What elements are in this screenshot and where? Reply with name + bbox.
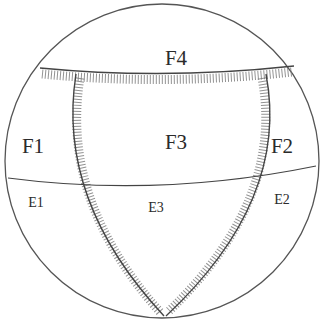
sphere-outline bbox=[5, 4, 319, 318]
edge-label: E3 bbox=[148, 201, 164, 215]
edge-label: E2 bbox=[274, 193, 290, 207]
edge-label: E1 bbox=[28, 196, 44, 210]
face-label: F3 bbox=[165, 132, 187, 153]
face-label: F1 bbox=[22, 136, 44, 157]
face-label: F4 bbox=[165, 48, 187, 69]
face-boundary bbox=[8, 66, 316, 316]
face-label: F2 bbox=[271, 136, 293, 157]
